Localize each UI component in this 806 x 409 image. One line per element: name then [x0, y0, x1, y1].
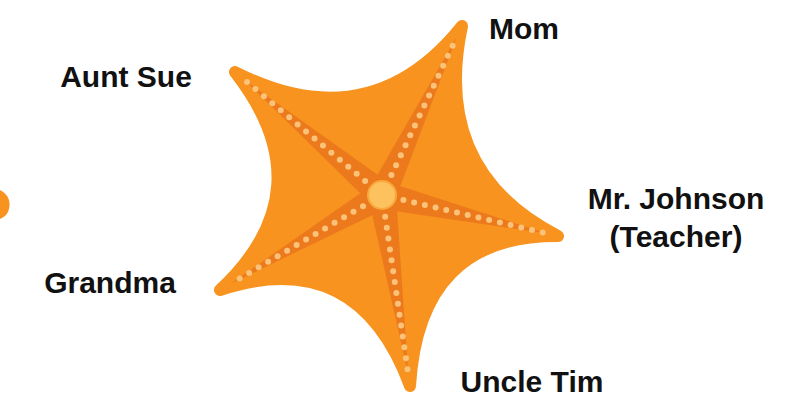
arm-dot — [322, 225, 328, 231]
person-label: Uncle Tim — [461, 363, 604, 401]
arm-dot — [397, 312, 403, 318]
arm-dot — [303, 128, 309, 134]
arm-dot — [313, 231, 319, 237]
arm-dot — [382, 214, 388, 220]
arm-dot — [393, 162, 399, 168]
person-label: Aunt Sue — [60, 58, 192, 96]
person-label: Mom — [489, 10, 559, 48]
arm-dot — [256, 264, 262, 270]
arm-dot — [284, 248, 290, 254]
arm-dot — [332, 220, 338, 226]
arm-dot — [401, 344, 407, 350]
arm-ridge — [368, 193, 408, 374]
starfish — [220, 26, 558, 386]
starfish-center — [368, 181, 396, 209]
person-label: Grandma — [44, 264, 176, 302]
arm-dot — [385, 236, 391, 242]
arm-dot — [403, 142, 409, 148]
arm-dot — [341, 214, 347, 220]
arm-dot — [351, 209, 357, 215]
arm-ridge — [379, 181, 546, 233]
arm-ridge — [244, 80, 391, 206]
starfish-body — [220, 26, 558, 386]
arm-dot — [328, 150, 334, 156]
arm-dot — [312, 136, 318, 142]
person-label: Mr. Johnson (Teacher) — [561, 180, 791, 256]
arm-dot — [411, 199, 417, 205]
arm-dot — [443, 207, 449, 213]
arm-dot — [540, 229, 546, 235]
arm-dot — [440, 63, 446, 69]
arm-dot — [252, 86, 258, 92]
arm-dot — [244, 79, 250, 85]
arm-dot — [400, 333, 406, 339]
arm-dot — [395, 301, 401, 307]
arm-dot — [237, 275, 243, 281]
arm-dot — [433, 204, 439, 210]
arm-dot — [403, 355, 409, 361]
arm-dot — [387, 246, 393, 252]
arm-dot — [445, 53, 451, 59]
arm-dot — [421, 103, 427, 109]
arm-dot — [261, 93, 267, 99]
arm-dot — [435, 73, 441, 79]
arm-dot — [398, 323, 404, 329]
arm-dot — [354, 171, 360, 177]
arm-dot — [465, 212, 471, 218]
arm-dot — [320, 143, 326, 149]
arm-dot — [393, 290, 399, 296]
arm-dot — [422, 202, 428, 208]
arm-dot — [275, 253, 281, 259]
arm-dot — [529, 227, 535, 233]
arm-dot — [388, 172, 394, 178]
arm-dot — [269, 100, 275, 106]
arm-dot — [426, 93, 432, 99]
arm-dot — [303, 237, 309, 243]
arm-dot — [286, 114, 292, 120]
arm-dot — [345, 164, 351, 170]
arm-dot — [405, 366, 411, 372]
arm-dot — [475, 214, 481, 220]
arm-dot — [337, 157, 343, 163]
arm-dot — [389, 257, 395, 263]
arm-dot — [454, 209, 460, 215]
arm-dot — [362, 178, 368, 184]
arm-dot — [407, 132, 413, 138]
arm-ridge — [369, 37, 457, 201]
arm-dot — [246, 270, 252, 276]
arm-dot — [508, 222, 514, 228]
arm-dot — [384, 225, 390, 231]
arm-dot — [265, 259, 271, 265]
arm-dot — [412, 122, 418, 128]
arm-dot — [295, 121, 301, 127]
arm-dot — [417, 112, 423, 118]
arm-dot — [431, 83, 437, 89]
arm-dot — [278, 107, 284, 113]
arm-dot — [486, 217, 492, 223]
partial-shape — [0, 190, 10, 219]
arm-dot — [518, 224, 524, 230]
arm-dot — [400, 197, 406, 203]
arm-dot — [360, 203, 366, 209]
arm-dot — [294, 242, 300, 248]
arm-dot — [398, 152, 404, 158]
arm-dot — [392, 279, 398, 285]
arm-dot — [450, 43, 456, 49]
arm-dot — [497, 219, 503, 225]
arm-dot — [390, 268, 396, 274]
